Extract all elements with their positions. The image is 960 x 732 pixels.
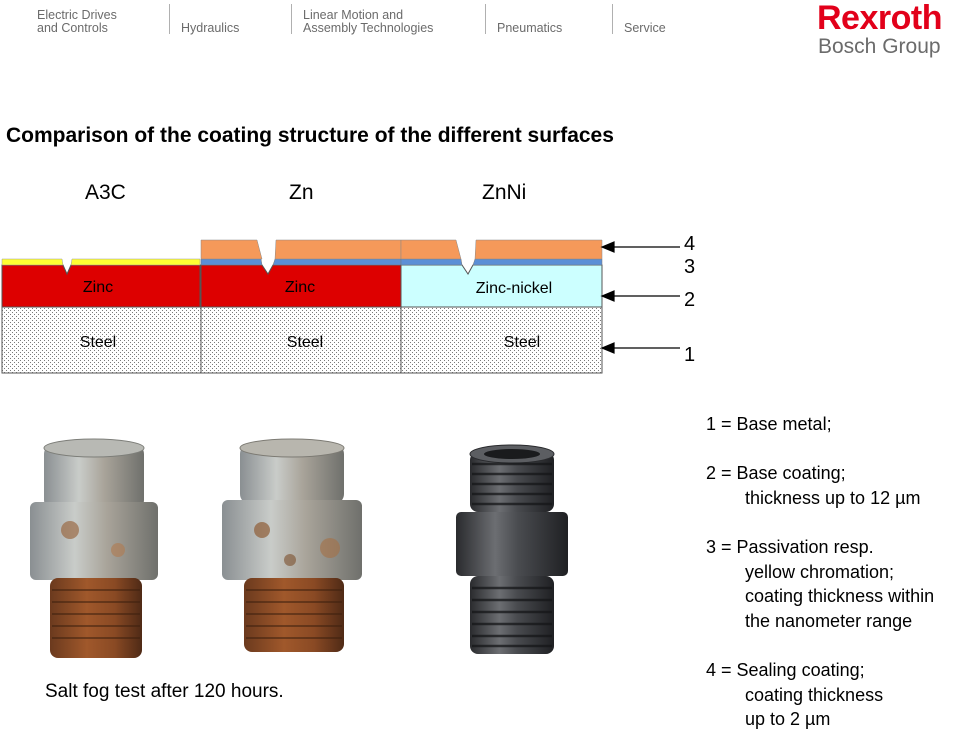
sealing-layer-zn xyxy=(274,239,402,260)
nav-divider xyxy=(485,4,486,34)
legend-line: yellow chromation; xyxy=(745,561,895,582)
nav-divider xyxy=(169,4,170,34)
fitting-photo-a3c xyxy=(30,438,158,658)
coating-label-a3c: Zinc xyxy=(83,279,113,296)
header-nav: Electric Drives and Controls Hydraulics … xyxy=(0,0,960,60)
brand-logo-bosch-group: Bosch Group xyxy=(818,35,941,58)
legend-item-3: 3 = Passivation resp. yellow chromation;… xyxy=(706,535,934,633)
column-heading-znni: ZnNi xyxy=(482,181,527,204)
steel-base-layer xyxy=(1,306,603,374)
passivation-layer-zn xyxy=(272,258,402,266)
layer-arrows xyxy=(600,241,680,354)
salt-fog-test-photo xyxy=(30,438,568,658)
column-heading-zn: Zn xyxy=(289,181,314,204)
coating-label-zn: Zinc xyxy=(285,279,315,296)
fitting-photo-zn xyxy=(222,438,362,652)
legend-item-4: 4 = Sealing coating; coating thickness u… xyxy=(706,658,883,732)
nav-item-line: Pneumatics xyxy=(497,21,563,35)
nav-item-linear-motion[interactable]: Linear Motion and Assembly Technologies xyxy=(303,9,433,35)
fitting-photo-znni xyxy=(456,444,568,654)
layer-number-4: 4 xyxy=(684,233,695,255)
layer-number-1: 1 xyxy=(684,344,695,366)
arrow-head-layer-1 xyxy=(600,342,615,354)
passivation-layer-a3c xyxy=(70,258,201,266)
legend-line: 2 = Base coating; xyxy=(706,463,846,483)
photo-caption: Salt fog test after 120 hours. xyxy=(45,681,284,702)
base-label-zn: Steel xyxy=(287,334,323,351)
legend-item-2: 2 = Base coating; thickness up to 12 µm xyxy=(706,461,920,510)
legend-item-1: 1 = Base metal; xyxy=(706,412,832,437)
sealing-layer-zn xyxy=(200,239,263,260)
legend-line: 3 = Passivation resp. xyxy=(706,537,874,557)
legend-line: coating thickness xyxy=(745,684,884,705)
sealing-layer-znni xyxy=(400,239,462,260)
passivation-layer-znni xyxy=(400,258,463,266)
base-label-znni: Steel xyxy=(504,334,540,351)
nav-item-line: Hydraulics xyxy=(181,21,240,35)
passivation-layer-znni xyxy=(472,258,603,266)
legend-line: the nanometer range xyxy=(745,610,913,631)
arrow-head-layer-4 xyxy=(600,241,615,253)
layer-number-3: 3 xyxy=(684,256,695,278)
passivation-layer-a3c xyxy=(1,258,64,266)
passivation-layer-zn xyxy=(200,258,263,266)
nav-item-line: Assembly Technologies xyxy=(303,21,434,35)
layer-number-2: 2 xyxy=(684,289,695,311)
nav-divider xyxy=(612,4,613,34)
legend-line: up to 2 µm xyxy=(745,709,831,729)
nav-item-line: Service xyxy=(624,21,666,35)
page-title: Comparison of the coating structure of t… xyxy=(6,124,614,147)
nav-item-pneumatics[interactable]: Pneumatics xyxy=(497,22,562,35)
brand-logo-rexroth: Rexroth xyxy=(817,0,942,37)
coating-structure-diagram: Zinc Zinc Zinc-nickel Steel Steel Steel … xyxy=(1,233,695,374)
nav-item-electric-drives[interactable]: Electric Drives and Controls xyxy=(37,9,117,35)
legend-line: thickness up to 12 µm xyxy=(745,487,921,508)
nav-divider xyxy=(291,4,292,34)
nav-item-hydraulics[interactable]: Hydraulics xyxy=(181,22,239,35)
nav-item-line: Electric Drives xyxy=(37,8,117,22)
nav-item-line: and Controls xyxy=(37,21,108,35)
nav-item-line: Linear Motion and xyxy=(303,8,404,22)
legend-line: coating thickness within xyxy=(745,586,935,606)
arrow-head-layer-2 xyxy=(600,290,615,302)
column-heading-a3c: A3C xyxy=(85,181,126,204)
nav-item-service[interactable]: Service xyxy=(624,22,666,35)
legend-line: 1 = Base metal; xyxy=(706,414,832,434)
base-label-a3c: Steel xyxy=(80,334,116,351)
legend-line: 4 = Sealing coating; xyxy=(706,660,865,680)
sealing-layer-znni xyxy=(474,239,603,260)
coating-label-znni: Zinc-nickel xyxy=(476,280,552,297)
